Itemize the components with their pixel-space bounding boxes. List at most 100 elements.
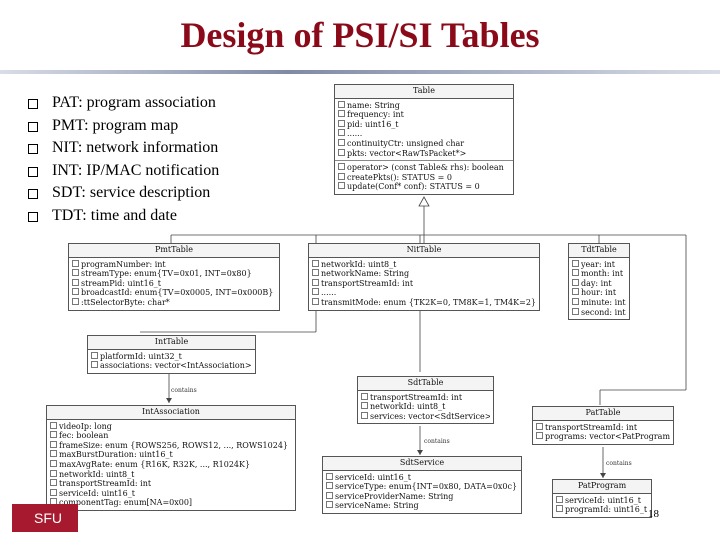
attribute-icon — [50, 479, 57, 487]
class-name: PmtTable — [69, 244, 279, 258]
operation-icon — [338, 172, 345, 180]
attribute-icon — [361, 392, 368, 400]
operation-icon — [338, 163, 345, 171]
attribute-icon — [338, 119, 345, 127]
class-nit-table: NitTable networkId: uint8_t networkName:… — [308, 243, 540, 311]
class-name: PatProgram — [553, 480, 651, 494]
class-operations: operator> (const Table& rhs): boolean cr… — [335, 161, 513, 194]
class-pat-table: PatTable transportStreamId: int programs… — [532, 406, 674, 445]
attribute-icon — [326, 501, 333, 509]
attribute-icon — [361, 411, 368, 419]
class-attributes: networkId: uint8_t networkName: String t… — [309, 258, 539, 310]
class-sdt-table: SdtTable transportStreamId: int networkI… — [357, 376, 494, 425]
attribute-icon — [72, 278, 79, 286]
attribute-icon — [50, 421, 57, 429]
attribute-icon — [91, 361, 98, 369]
square-bullet-icon — [28, 121, 38, 132]
class-int-table: IntTable platformId: uint32_t associatio… — [87, 335, 256, 374]
class-sdt-service: SdtService serviceId: uint16_t serviceTy… — [322, 456, 522, 514]
bullet-item: PMT: program map — [28, 115, 219, 138]
class-name: IntAssociation — [47, 406, 295, 420]
attribute-icon — [361, 402, 368, 410]
class-attributes: videoIp: long fec: boolean frameSize: en… — [47, 420, 295, 510]
attribute-icon — [312, 288, 319, 296]
attribute-icon — [50, 431, 57, 439]
page-number: 18 — [648, 508, 659, 520]
attribute-icon — [572, 259, 579, 267]
contains-label: contains — [424, 438, 450, 445]
attribute-icon — [572, 297, 579, 305]
attribute-icon — [338, 100, 345, 108]
attribute-icon — [91, 351, 98, 359]
inheritance-arrowhead — [418, 196, 430, 207]
class-pat-program: PatProgram serviceId: uint16_t programId… — [552, 479, 652, 518]
class-name: SdtTable — [358, 377, 493, 391]
bullet-item: SDT: service description — [28, 182, 219, 205]
attribute-icon — [50, 450, 57, 458]
class-tdt-table: TdtTable year: int month: int day: int h… — [568, 243, 630, 321]
attribute-icon — [556, 495, 563, 503]
class-attributes: programNumber: int streamType: enum{TV=0… — [69, 258, 279, 310]
class-name: NitTable — [309, 244, 539, 258]
class-table: Table name: String frequency: int pid: u… — [334, 84, 514, 195]
attribute-icon — [326, 491, 333, 499]
class-name: TdtTable — [569, 244, 629, 258]
contains-label: contains — [171, 387, 197, 394]
attribute-icon — [572, 269, 579, 277]
class-name: SdtService — [323, 457, 521, 471]
square-bullet-icon — [28, 211, 38, 222]
bullet-item: PAT: program association — [28, 92, 219, 115]
class-attributes: platformId: uint32_t associations: vecto… — [88, 350, 255, 373]
attribute-icon — [50, 488, 57, 496]
attribute-icon — [572, 288, 579, 296]
class-name: IntTable — [88, 336, 255, 350]
bullet-item: NIT: network information — [28, 137, 219, 160]
attribute-icon — [572, 307, 579, 315]
slide-title: Design of PSI/SI Tables — [180, 15, 540, 55]
class-name: PatTable — [533, 407, 673, 421]
attribute-icon — [50, 440, 57, 448]
attribute-icon — [536, 422, 543, 430]
attribute-icon — [72, 269, 79, 277]
association-arrowhead — [417, 450, 423, 455]
class-attributes: serviceId: uint16_t serviceType: enum{IN… — [323, 471, 521, 513]
class-name: Table — [335, 85, 513, 99]
class-attributes: transportStreamId: int programs: vector<… — [533, 421, 673, 444]
attribute-icon — [312, 278, 319, 286]
attribute-icon — [572, 278, 579, 286]
bullet-list: PAT: program association PMT: program ma… — [28, 92, 219, 228]
attribute-icon — [72, 288, 79, 296]
attribute-icon — [556, 505, 563, 513]
sfu-logo: SFU — [12, 504, 78, 532]
attribute-icon — [312, 297, 319, 305]
attribute-icon — [536, 432, 543, 440]
attribute-icon — [338, 110, 345, 118]
square-bullet-icon — [28, 189, 38, 200]
class-attributes: name: String frequency: int pid: uint16_… — [335, 99, 513, 162]
contains-label: contains — [606, 460, 632, 467]
class-attributes: transportStreamId: int networkId: uint8_… — [358, 391, 493, 424]
bullet-item: INT: IP/MAC notification — [28, 160, 219, 183]
class-pmt-table: PmtTable programNumber: int streamType: … — [68, 243, 280, 311]
operation-icon — [338, 182, 345, 190]
attribute-icon — [326, 472, 333, 480]
class-int-association: IntAssociation videoIp: long fec: boolea… — [46, 405, 296, 511]
attribute-icon — [338, 148, 345, 156]
attribute-icon — [72, 297, 79, 305]
attribute-icon — [50, 469, 57, 477]
attribute-icon — [338, 138, 345, 146]
class-attributes: year: int month: int day: int hour: int … — [569, 258, 629, 320]
attribute-icon — [72, 259, 79, 267]
square-bullet-icon — [28, 144, 38, 155]
association-arrowhead — [600, 473, 606, 478]
title-divider — [0, 70, 720, 74]
attribute-icon — [326, 482, 333, 490]
association-arrowhead — [166, 398, 172, 403]
class-attributes: serviceId: uint16_t programId: uint16_t — [553, 494, 651, 517]
bullet-item: TDT: time and date — [28, 205, 219, 228]
attribute-icon — [50, 459, 57, 467]
square-bullet-icon — [28, 99, 38, 109]
attribute-icon — [312, 259, 319, 267]
attribute-icon — [338, 129, 345, 137]
square-bullet-icon — [28, 166, 38, 177]
